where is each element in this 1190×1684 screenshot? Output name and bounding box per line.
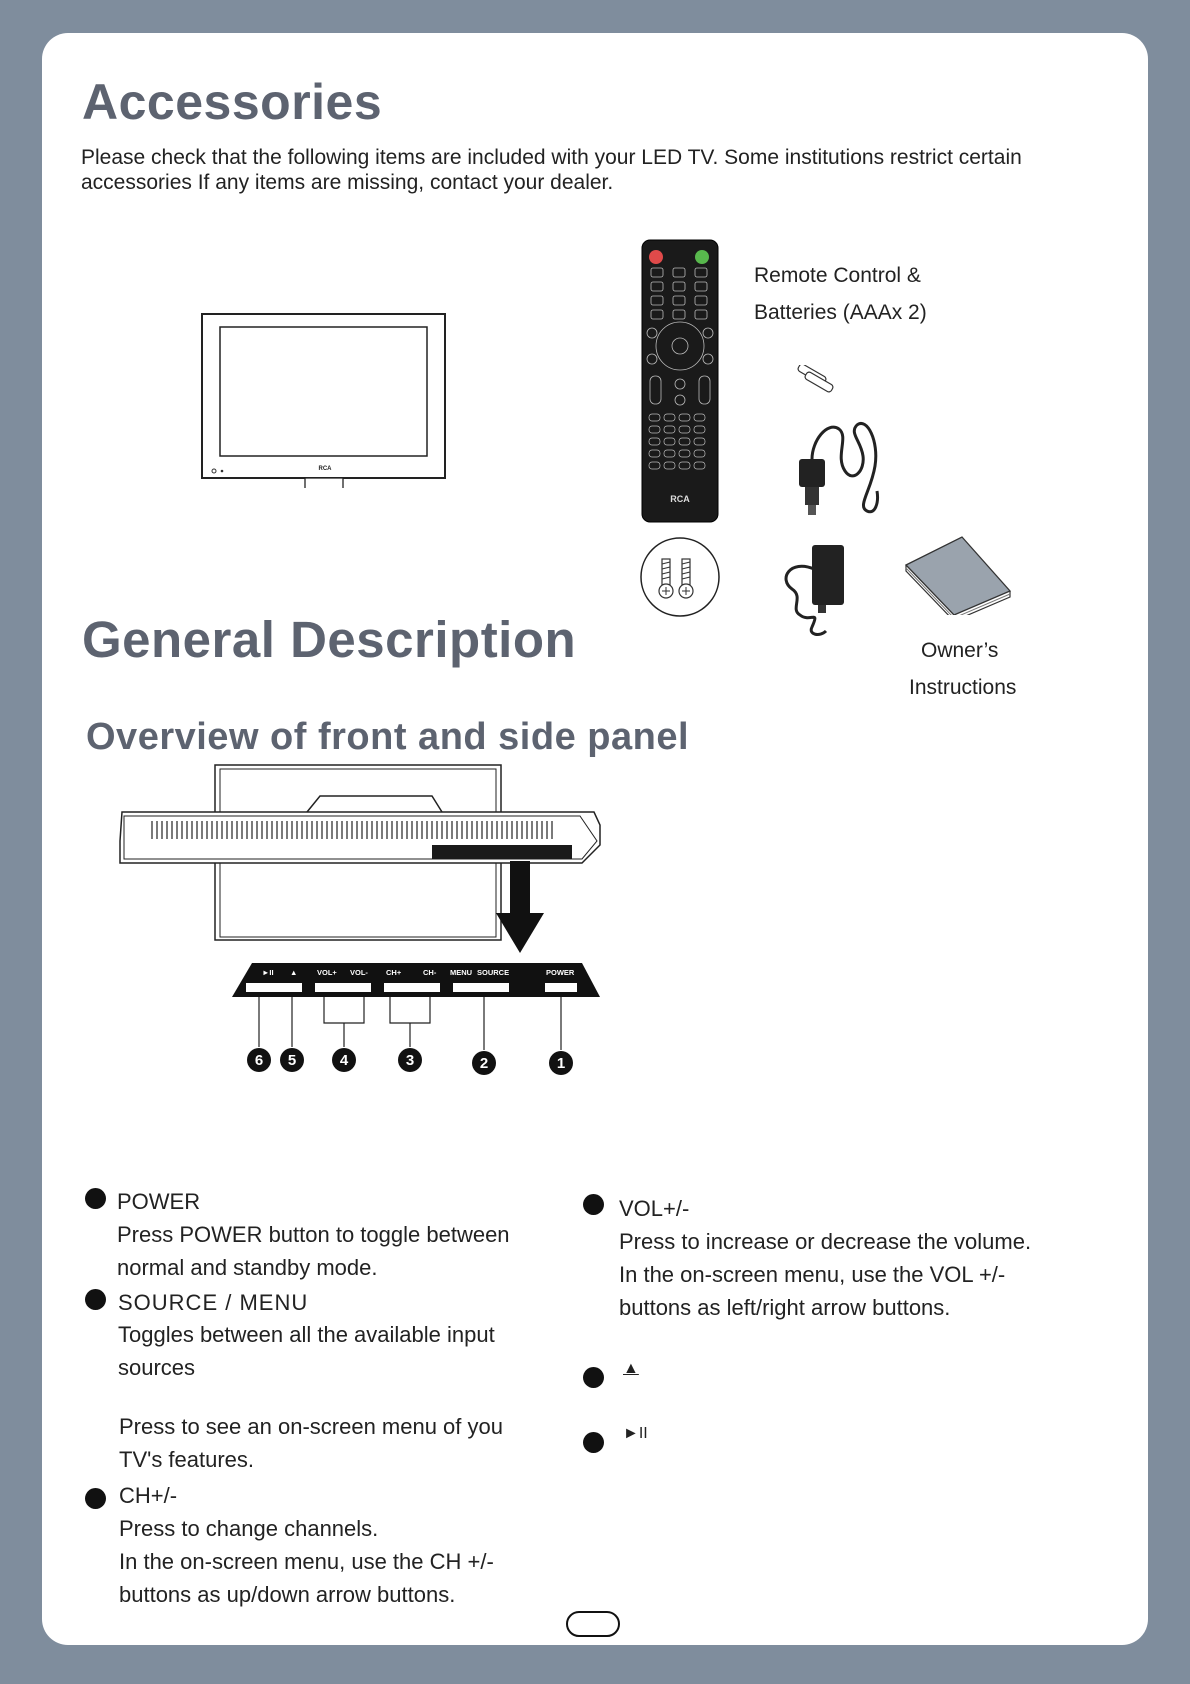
menu-line2: TV's features. (119, 1447, 255, 1472)
batteries-icon (797, 365, 834, 393)
manual-label-line2: Instructions (909, 676, 1017, 699)
ch-title: CH+/- (119, 1483, 178, 1508)
tv-brand-logo: RCA (319, 466, 333, 472)
bullet-ch (85, 1488, 106, 1509)
panel-label-menu: MENU (450, 968, 472, 977)
callout-5: 5 (288, 1052, 296, 1069)
vol-line1: Press to increase or decrease the volume… (619, 1229, 1032, 1254)
power-adapter-icon (784, 545, 844, 636)
manual-booklet-icon (904, 536, 1012, 615)
accessories-title: Accessories (82, 74, 383, 130)
panel-label-chup: CH+ (386, 968, 402, 977)
ch-line3: buttons as up/down arrow buttons. (119, 1582, 456, 1607)
manual-page: Accessories Please check that the follow… (42, 33, 1148, 1645)
screws-icon (640, 537, 720, 617)
eject-symbol: ▲ (623, 1360, 639, 1377)
callout-4: 4 (340, 1052, 349, 1069)
power-line2: normal and standby mode. (117, 1255, 378, 1280)
power-title: POWER (117, 1189, 201, 1214)
panel-label-volup: VOL+ (317, 968, 337, 977)
menu-line1: Press to see an on-screen menu of you (119, 1414, 503, 1439)
tv-illustration-icon: RCA (201, 313, 446, 488)
panel-label-chdown: CH- (423, 968, 437, 977)
bullet-power (85, 1188, 106, 1209)
panel-label-voldown: VOL- (350, 968, 368, 977)
panel-label-power: POWER (546, 968, 575, 977)
tv-top-panel-icon: ►II ▲ VOL+ VOL- CH+ CH- MENU SOURCE POWE… (119, 764, 601, 1075)
panel-label-play: ►II (262, 968, 274, 977)
bullet-vol (583, 1194, 604, 1215)
overview-subtitle: Overview of front and side panel (86, 716, 690, 758)
ch-line2: In the on-screen menu, use the CH +/- (119, 1549, 494, 1574)
panel-label-eject: ▲ (290, 968, 297, 977)
car-adapter-icon (799, 421, 879, 515)
ch-line1: Press to change channels. (119, 1516, 379, 1541)
general-description-title: General Description (82, 611, 577, 668)
vol-title: VOL+/- (619, 1196, 690, 1221)
callout-6: 6 (255, 1052, 263, 1069)
callout-2: 2 (480, 1055, 488, 1072)
bullet-eject (583, 1367, 604, 1388)
vol-line3: buttons as left/right arrow buttons. (619, 1295, 951, 1320)
source-line2: sources (118, 1355, 196, 1380)
bullet-play (583, 1432, 604, 1453)
remote-brand-logo: RCA (670, 494, 690, 504)
panel-label-source: SOURCE (477, 968, 509, 977)
remote-label-line1: Remote Control & (754, 264, 921, 287)
manual-label-line1: Owner’s (921, 639, 999, 662)
remote-control-icon: RCA (641, 239, 719, 523)
source-line1: Toggles between all the available input (118, 1322, 495, 1347)
accessories-intro: Please check that the following items ar… (81, 146, 1022, 194)
callout-1: 1 (557, 1055, 565, 1072)
vol-line2: In the on-screen menu, use the VOL +/- (619, 1262, 1006, 1287)
play-symbol: ►II (623, 1425, 648, 1442)
power-line1: Press POWER button to toggle between (117, 1222, 510, 1247)
bullet-source (85, 1289, 106, 1310)
remote-label-line2: Batteries (AAAx 2) (754, 301, 927, 324)
source-title: SOURCE / MENU (118, 1290, 309, 1315)
page-number-box (566, 1611, 620, 1637)
callout-3: 3 (406, 1052, 414, 1069)
